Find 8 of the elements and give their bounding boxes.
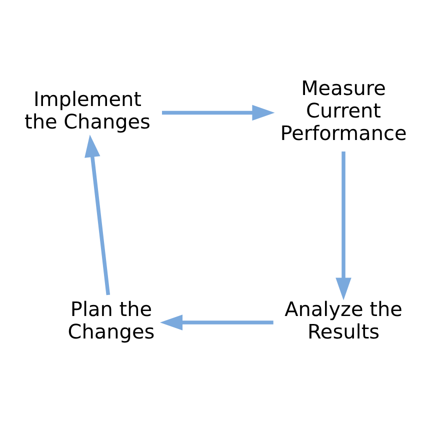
arrow: [162, 104, 275, 120]
node-text: Analyze the Results: [284, 296, 402, 344]
node-text: Implement the Changes: [24, 86, 150, 134]
arrow: [84, 134, 110, 295]
arrow: [160, 314, 274, 330]
node-text: Plan the Changes: [68, 296, 155, 344]
arrow: [336, 151, 352, 300]
node-text: Measure Current Performance: [280, 75, 407, 144]
